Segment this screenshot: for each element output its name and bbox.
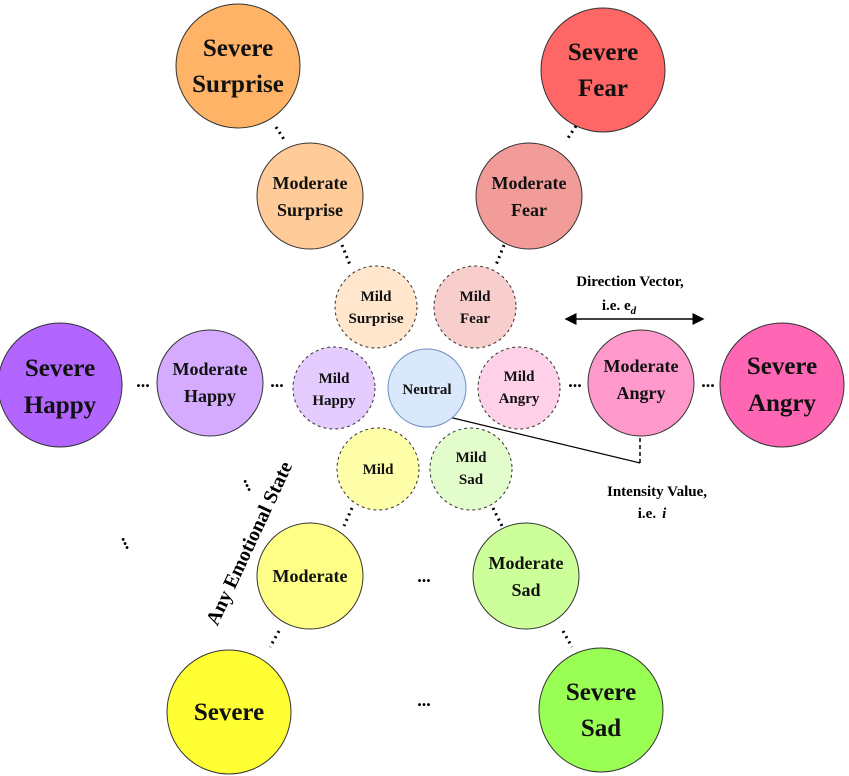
- direction-vector-formula: i.e. ed: [602, 298, 637, 317]
- moderate-ring: [156, 142, 695, 630]
- node-moderate-happy: [156, 329, 264, 437]
- label-severe-happy-2: Happy: [24, 392, 97, 419]
- connector-sad-mild-moderate: [491, 507, 504, 527]
- node-moderate-angry: [587, 329, 695, 437]
- ellipsis-happy-mild-mod: ...: [270, 371, 284, 391]
- node-mild-fear: [433, 265, 517, 349]
- direction-vector-sub: d: [631, 305, 637, 317]
- severe-ring: [0, 3, 845, 775]
- intensity-value-label: Intensity Value,: [607, 484, 707, 500]
- ellipsis-angry-mod-severe: ...: [701, 371, 715, 391]
- connector-sad-moderate-severe: [561, 630, 574, 648]
- label-moderate-sad-2: Sad: [511, 580, 540, 600]
- label-mild-surprise-1: Mild: [361, 289, 392, 305]
- node-mild-angry: [477, 346, 561, 430]
- label-severe-happy-1: Severe: [25, 355, 95, 382]
- label-mild-happy-2: Happy: [312, 393, 356, 409]
- label-moderate-angry-2: Angry: [617, 383, 666, 403]
- direction-vector-formula-text: i.e. e: [602, 298, 631, 314]
- label-severe-angry-2: Angry: [748, 390, 817, 417]
- ellipsis-outer-2: ...: [118, 531, 142, 552]
- node-mild-sad: [429, 427, 513, 511]
- node-mild-surprise: [334, 265, 418, 349]
- ellipsis-outer-1: ...: [240, 473, 264, 494]
- label-mild-fear-1: Mild: [460, 289, 491, 305]
- label-moderate-happy-1: Moderate: [173, 359, 248, 379]
- direction-vector-label: Direction Vector,: [576, 274, 684, 290]
- label-severe-angry-1: Severe: [747, 353, 817, 380]
- label-mild: Mild: [363, 462, 394, 478]
- node-moderate-surprise: [256, 142, 364, 250]
- node-moderate-fear: [475, 142, 583, 250]
- node-mild: [336, 427, 420, 511]
- label-severe-fear-2: Fear: [578, 75, 628, 102]
- label-severe-sad-1: Severe: [566, 679, 636, 706]
- node-moderate-sad: [472, 522, 580, 630]
- ellipsis-happy-mod-severe: ...: [136, 371, 150, 391]
- label-mild-angry-2: Angry: [499, 391, 540, 407]
- label-mild-sad-2: Sad: [459, 472, 484, 488]
- label-severe-surprise-1: Severe: [203, 35, 273, 62]
- connector-fear-severe-moderate: [564, 125, 578, 142]
- label-mild-angry-1: Mild: [504, 369, 535, 385]
- intensity-value-formula: i.e. i: [638, 506, 667, 522]
- node-severe-sad: [538, 647, 664, 773]
- node-severe: [166, 649, 292, 775]
- node-neutral: [387, 348, 467, 428]
- label-severe-fear-1: Severe: [568, 39, 638, 66]
- node-severe-fear: [540, 7, 666, 133]
- label-mild-sad-1: Mild: [456, 450, 487, 466]
- connector-any-moderate-severe: [268, 630, 281, 648]
- node-moderate: [256, 522, 364, 630]
- connector-surprise-moderate-mild: [340, 244, 352, 266]
- node-severe-happy: [0, 322, 123, 448]
- ellipsis-between-severe: ...: [417, 690, 431, 710]
- intensity-value-var: i: [662, 506, 667, 522]
- label-neutral: Neutral: [402, 382, 451, 398]
- label-moderate: Moderate: [273, 566, 348, 586]
- connector-surprise-severe-moderate: [274, 126, 287, 142]
- connector-fear-moderate-mild: [494, 244, 506, 266]
- connectors: [268, 125, 578, 648]
- connector-any-mild-moderate: [342, 507, 354, 527]
- label-mild-surprise-2: Surprise: [348, 311, 403, 327]
- label-moderate-angry-1: Moderate: [604, 356, 679, 376]
- node-severe-surprise: [175, 3, 301, 129]
- label-moderate-happy-2: Happy: [184, 386, 236, 406]
- label-moderate-fear-2: Fear: [511, 200, 547, 220]
- intensity-value-formula-text: i.e.: [638, 506, 657, 522]
- node-severe-angry: [719, 322, 845, 448]
- label-severe: Severe: [194, 699, 264, 726]
- label-moderate-surprise-2: Surprise: [277, 200, 343, 220]
- label-moderate-surprise-1: Moderate: [273, 173, 348, 193]
- label-severe-surprise-2: Surprise: [192, 71, 284, 98]
- label-moderate-fear-1: Moderate: [492, 173, 567, 193]
- node-mild-happy: [292, 346, 376, 430]
- ellipsis-between-moderate: ...: [417, 566, 431, 586]
- label-mild-happy-1: Mild: [319, 371, 350, 387]
- mild-ring: [292, 265, 561, 511]
- label-mild-fear-2: Fear: [460, 311, 490, 327]
- label-severe-sad-2: Sad: [581, 715, 621, 742]
- ellipsis-angry-mild-mod: ...: [568, 371, 582, 391]
- label-moderate-sad-1: Moderate: [489, 553, 564, 573]
